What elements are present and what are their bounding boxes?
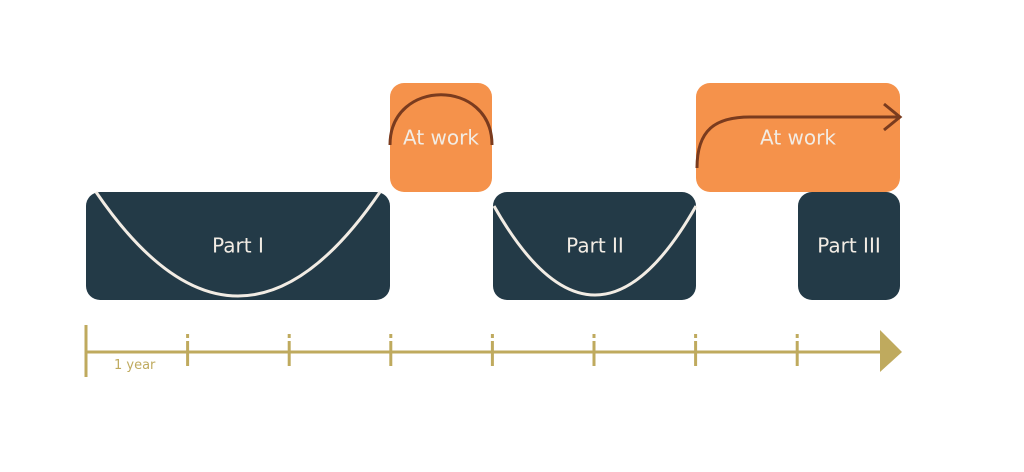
part-3-block: Part III bbox=[798, 192, 900, 300]
part-3-label: Part III bbox=[817, 234, 881, 258]
work-1-block: At work bbox=[388, 83, 494, 192]
part-1-label: Part I bbox=[212, 234, 264, 258]
part-2-curve bbox=[492, 205, 698, 297]
work-1-label: At work bbox=[403, 126, 479, 150]
work-2-block: At work bbox=[695, 83, 903, 192]
part-1-block: Part I bbox=[86, 191, 390, 300]
part-1-curve bbox=[94, 191, 382, 298]
work-2-label: At work bbox=[760, 126, 836, 150]
axis-unit-label: 1 year bbox=[114, 358, 156, 373]
work-1-arc bbox=[388, 93, 494, 146]
axis-arrowhead bbox=[880, 330, 902, 372]
part-2-label: Part II bbox=[566, 234, 624, 258]
time-axis bbox=[84, 325, 902, 377]
work-2-arrow bbox=[695, 102, 903, 169]
part-2-block: Part II bbox=[492, 192, 698, 300]
